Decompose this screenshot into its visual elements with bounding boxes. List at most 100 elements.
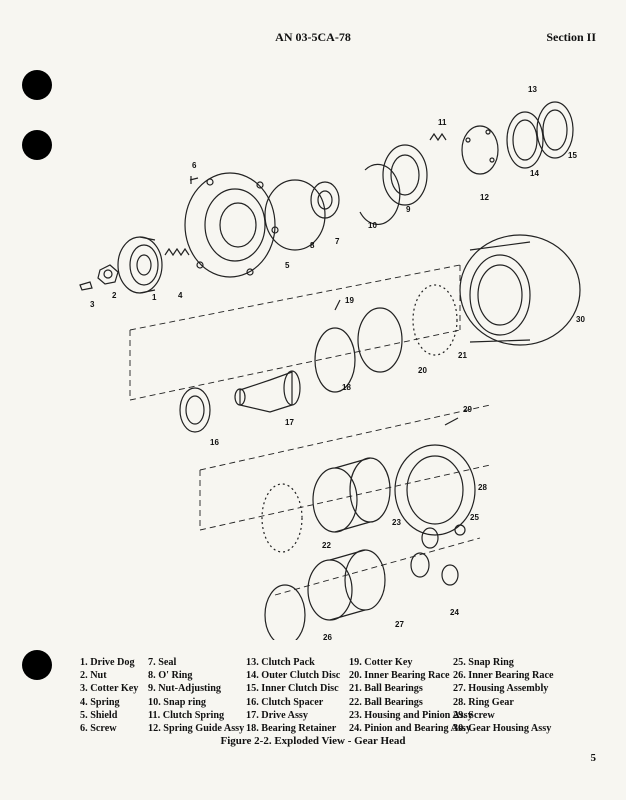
part-nut [97, 264, 119, 285]
part-screw-2 [444, 417, 459, 426]
part-drive-assy [234, 370, 301, 413]
callout-14: 14 [530, 169, 539, 178]
legend-column: 7. Seal 8. O' Ring 9. Nut-Adjusting 10. … [148, 656, 246, 735]
legend-column: 25. Snap Ring 26. Inner Bearing Race 27.… [453, 656, 573, 735]
part-gear-housing [459, 234, 581, 346]
callout-2: 2 [112, 291, 117, 300]
callout-20: 20 [418, 366, 427, 375]
legend-item: 12. Spring Guide Assy [148, 723, 245, 735]
part-snap-ring [359, 163, 401, 225]
part-ball-bearings [412, 284, 458, 356]
part-ball-bearings-2 [261, 483, 303, 553]
callout-15: 15 [568, 151, 577, 160]
callout-17: 17 [285, 418, 294, 427]
legend-item: 15. Inner Clutch Disc [246, 683, 339, 695]
legend-column: 13. Clutch Pack 14. Outer Clutch Disc 15… [246, 656, 349, 735]
callout-29: 29 [463, 405, 472, 414]
part-clutch-spring [429, 132, 447, 142]
callout-6: 6 [192, 161, 197, 170]
legend-item: 20. Inner Bearing Race [349, 670, 450, 682]
part-inner-bearing-race [357, 307, 403, 373]
part-inner-bearing-race-2 [264, 584, 306, 640]
legend-item: 17. Drive Assy [246, 709, 308, 721]
callout-30: 30 [576, 315, 585, 324]
legend-item: 7. Seal [148, 657, 177, 668]
legend-column: 19. Cotter Key 20. Inner Bearing Race 21… [349, 656, 473, 735]
legend-item: 22. Ball Bearings [349, 696, 423, 708]
callout-13: 13 [528, 85, 537, 94]
part-bearing-retainer [314, 327, 356, 393]
legend-item: 30. Gear Housing Assy [453, 723, 552, 735]
part-cotter-key [79, 281, 93, 291]
legend-item: 19. Cotter Key [349, 657, 413, 668]
callout-labels: 1 2 3 4 5 6 7 8 9 10 11 12 13 14 15 16 1… [90, 85, 585, 640]
callout-23: 23 [392, 518, 401, 527]
binder-hole [22, 650, 52, 680]
callout-26: 26 [323, 633, 332, 640]
part-drive-dog [117, 236, 163, 294]
legend-item: 23. Housing and Pinion Assy [349, 709, 473, 721]
part-cotter-key-2 [334, 299, 341, 311]
part-shield [184, 172, 279, 278]
legend-item: 24. Pinion and Bearing Assy [349, 723, 471, 735]
part-o-ring [264, 179, 326, 251]
callout-19: 19 [345, 296, 354, 305]
callout-11: 11 [438, 118, 447, 127]
callout-10: 10 [368, 221, 377, 230]
legend-item: 26. Inner Bearing Race [453, 670, 554, 682]
callout-12: 12 [480, 193, 489, 202]
callout-7: 7 [335, 237, 340, 246]
legend-item: 9. Nut-Adjusting [148, 683, 222, 695]
binder-hole [22, 130, 52, 160]
part-outer-clutch-disc [506, 111, 544, 169]
page-number: 5 [590, 752, 597, 764]
part-spring [164, 247, 190, 257]
legend-item: 4. Spring [80, 696, 120, 708]
legend-item: 13. Clutch Pack [246, 657, 315, 668]
callout-8: 8 [310, 241, 315, 250]
legend-item: 10. Snap ring [148, 696, 207, 708]
legend-item: 8. O' Ring [148, 670, 193, 682]
legend-item: 21. Ball Bearings [349, 683, 423, 695]
part-housing-and-pinion [312, 457, 391, 533]
binder-hole [22, 70, 52, 100]
legend-item: 29. Screw [453, 709, 495, 721]
legend-item: 16. Clutch Spacer [246, 696, 324, 708]
part-clutch-spacer [179, 387, 211, 433]
callout-27: 27 [395, 620, 404, 629]
legend-item: 1. Drive Dog [80, 657, 135, 668]
legend-item: 25. Snap Ring [453, 657, 514, 668]
callout-24: 24 [450, 608, 459, 617]
legend-item: 18. Bearing Retainer [246, 723, 337, 735]
callout-9: 9 [406, 205, 411, 214]
callout-5: 5 [285, 261, 290, 270]
part-snap-ring-2 [454, 524, 466, 536]
legend-item: 3. Cotter Key [80, 683, 139, 695]
callout-21: 21 [458, 351, 467, 360]
callout-28: 28 [478, 483, 487, 492]
callout-25: 25 [470, 513, 479, 522]
callout-4: 4 [178, 291, 183, 300]
callout-22: 22 [322, 541, 331, 550]
legend-item: 5. Shield [80, 709, 118, 721]
section-label: Section II [546, 30, 596, 44]
legend-column: 1. Drive Dog 2. Nut 3. Cotter Key 4. Spr… [80, 656, 148, 735]
exploded-view-diagram: 1 2 3 4 5 6 7 8 9 10 11 12 13 14 15 16 1… [79, 85, 585, 640]
part-inner-clutch-disc [536, 101, 574, 159]
part-spring-guide [461, 125, 499, 175]
legend-item: 28. Ring Gear [453, 696, 514, 708]
part-ring-gear [394, 444, 476, 536]
figure-caption: Figure 2-2. Exploded View - Gear Head [220, 735, 406, 747]
legend-item: 14. Outer Clutch Disc [246, 670, 341, 682]
parts-legend: 1. Drive Dog 2. Nut 3. Cotter Key 4. Spr… [80, 656, 600, 735]
document-number: AN 03-5CA-78 [275, 30, 351, 44]
legend-item: 6. Screw [80, 723, 117, 735]
callout-18: 18 [342, 383, 351, 392]
legend-item: 27. Housing Assembly [453, 683, 549, 695]
callout-1: 1 [152, 293, 157, 302]
part-seal [310, 181, 340, 219]
part-screw [189, 176, 199, 184]
part-nut-adjusting [382, 144, 428, 206]
legend-item: 2. Nut [80, 670, 107, 682]
